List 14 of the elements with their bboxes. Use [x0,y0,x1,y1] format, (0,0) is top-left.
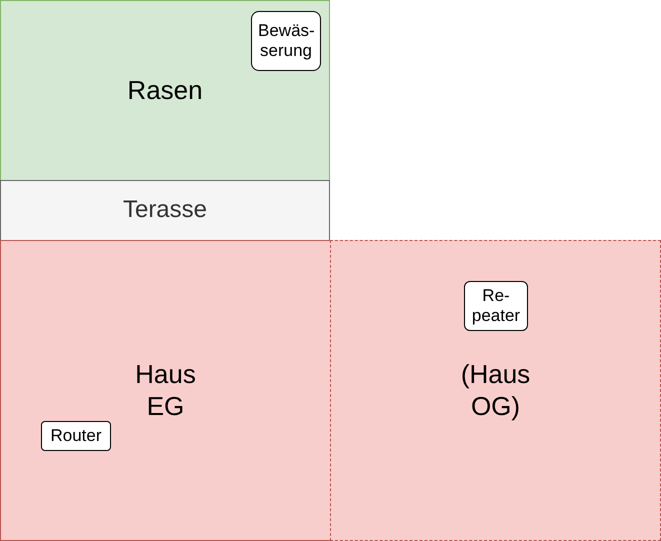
area-label: Re- peater [471,286,521,326]
area-label: Rasen [127,74,203,106]
area-label: Haus EG [134,359,197,422]
area-label: Terasse [122,196,208,225]
area-label: (Haus OG) [460,359,532,422]
area-label: Router [50,426,102,446]
upper-floor-area [330,240,661,541]
area-label: Bewäs- serung [258,20,314,62]
irrigation-box [251,11,321,71]
terrace-area [0,180,330,241]
ground-floor-area [0,240,331,541]
lawn-area [0,0,330,181]
router-box [41,421,111,451]
repeater-box [464,281,528,331]
